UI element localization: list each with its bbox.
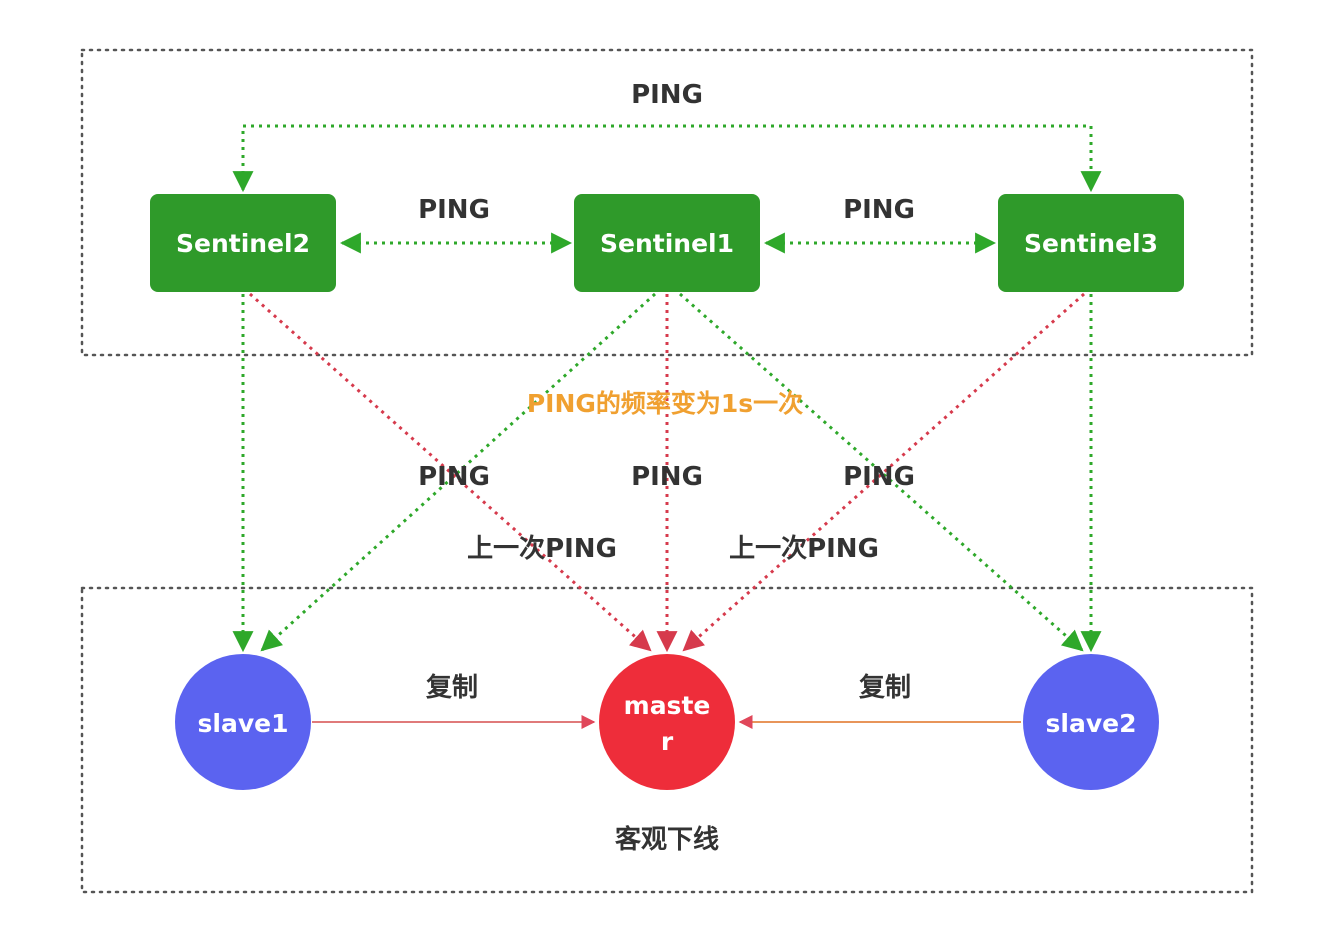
slave2-label: slave2 (1046, 709, 1137, 738)
ping-label-mid-right: PING (843, 462, 915, 492)
ping-link-s1-slave1 (260, 292, 657, 652)
last-ping-label-left: 上一次PING (467, 534, 617, 564)
objective-down-label: 客观下线 (615, 824, 719, 855)
ping-link-s2-s3 (232, 124, 1102, 193)
ping-label-right: PING (843, 195, 915, 225)
slave1-label: slave1 (198, 709, 289, 738)
slave2-node: slave2 (1023, 654, 1159, 790)
sentinel3-label: Sentinel3 (1024, 229, 1158, 258)
sentinel1-label: Sentinel1 (600, 229, 734, 258)
ping-frequency-note: PING的频率变为1s一次 (527, 389, 803, 418)
sentinel-group-frame (80, 48, 1254, 357)
ping-link-s3-master (682, 292, 1085, 652)
replicate-label-left: 复制 (426, 673, 478, 703)
ping-link-s2-master (249, 292, 652, 652)
slave1-node: slave1 (175, 654, 311, 790)
server-group-frame (80, 586, 1254, 894)
ping-label-top: PING (631, 80, 703, 110)
last-ping-label-right: 上一次PING (729, 534, 879, 564)
ping-link-s1-slave2 (679, 292, 1084, 652)
replicate-label-right: 复制 (859, 673, 911, 703)
sentinel2-label: Sentinel2 (176, 229, 310, 258)
master-label-line1: maste (624, 691, 711, 720)
master-label-line2: r (661, 727, 674, 756)
master-node: maste r (599, 654, 735, 790)
ping-label-left: PING (418, 195, 490, 225)
sentinel2-node: Sentinel2 (150, 194, 336, 292)
sentinel1-node: Sentinel1 (574, 194, 760, 292)
sentinel3-node: Sentinel3 (998, 194, 1184, 292)
ping-label-mid-center: PING (631, 462, 703, 492)
ping-label-mid-left: PING (418, 462, 490, 492)
